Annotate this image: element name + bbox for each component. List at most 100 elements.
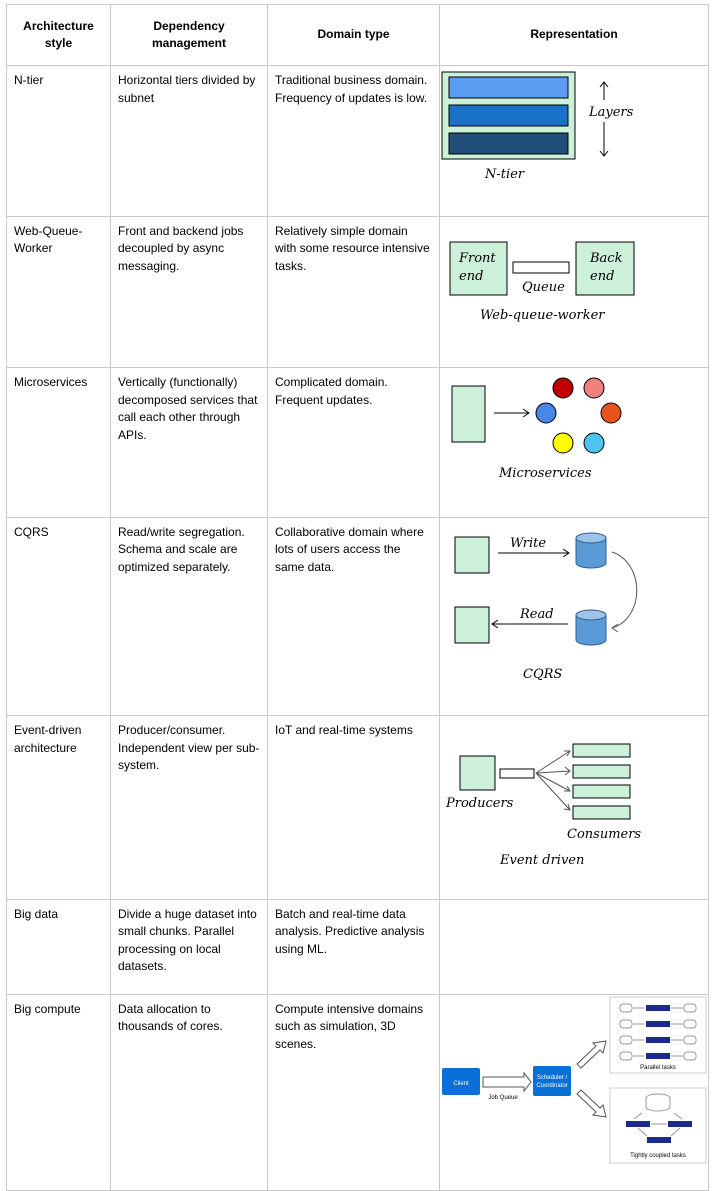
- representation-cell: Front end Queue Back end Web-queue-worke…: [439, 215, 709, 368]
- svg-text:Client: Client: [453, 1081, 469, 1087]
- back-end-box: [575, 241, 635, 295]
- header-row: Architecture style Dependency management…: [6, 4, 709, 66]
- parallel-task-row: [619, 1019, 697, 1028]
- dependency-cell: Producer/consumer. Independent view per …: [110, 715, 268, 900]
- ntier-layer-top: [448, 76, 569, 99]
- dependency-cell: Front and backend jobs decoupled by asyn…: [110, 215, 268, 368]
- style-cell: Web-Queue-Worker: [6, 215, 111, 368]
- tightly-coupled-panel: Tightly coupled tasks: [609, 1087, 707, 1163]
- representation-cell: Client Job Queue Scheduler / Coordinator: [439, 993, 709, 1191]
- consumer-box: [572, 784, 631, 799]
- consumer-box: [572, 764, 631, 779]
- front-end-box: [449, 241, 508, 295]
- ntier-diagram: Layers N-tier: [441, 71, 634, 182]
- service-salmon: [583, 377, 605, 399]
- style-cell: Event-driven architecture: [6, 715, 111, 900]
- parallel-tasks-panel: Parallel tasks: [609, 996, 707, 1073]
- dependency-cell: Vertically (functionally) decomposed ser…: [110, 367, 268, 518]
- ntier-layer-middle: [448, 104, 569, 127]
- svg-text:Front: Front: [458, 251, 496, 266]
- svg-text:end: end: [590, 269, 614, 284]
- style-cell: Microservices: [6, 367, 111, 518]
- table-row: Web-Queue-Worker Front and backend jobs …: [6, 215, 709, 368]
- consumer-box: [572, 743, 631, 758]
- arrow-up-right-icon: [576, 1039, 607, 1069]
- microservices-caption: Microservices: [498, 466, 592, 481]
- representation-cell: Microservices: [439, 367, 709, 518]
- event-channel-box: [499, 768, 535, 779]
- svg-text:Job Queue: Job Queue: [488, 1095, 518, 1101]
- table-row: CQRS Read/write segregation. Schema and …: [6, 516, 709, 716]
- producers-label: Producers: [445, 796, 514, 811]
- microservices-diagram: Microservices: [451, 377, 622, 481]
- arrow-down-right-icon: [576, 1088, 607, 1118]
- service-yellow: [552, 432, 574, 454]
- header-architecture-style: Architecture style: [6, 4, 111, 66]
- client-box: [442, 1067, 480, 1095]
- dependency-cell: Divide a huge dataset into small chunks.…: [110, 898, 268, 995]
- dependency-cell: Horizontal tiers divided by subnet: [110, 65, 268, 217]
- table-row: N-tier Horizontal tiers divided by subne…: [6, 65, 709, 217]
- representation-cell: [439, 898, 709, 995]
- style-cell: Big compute: [6, 993, 111, 1191]
- domain-cell: Traditional business domain. Frequency o…: [267, 65, 440, 217]
- service-blue: [535, 402, 557, 424]
- svg-text:end: end: [459, 269, 483, 284]
- domain-cell: Batch and real-time data analysis. Predi…: [267, 898, 440, 995]
- parallel-task-row: [619, 1051, 697, 1060]
- dependency-cell: Data allocation to thousands of cores.: [110, 993, 268, 1191]
- event-driven-caption: Event driven: [499, 853, 584, 868]
- svg-text:Back: Back: [589, 251, 623, 266]
- service-dark-red: [552, 377, 574, 399]
- svg-text:Parallel tasks: Parallel tasks: [640, 1065, 676, 1071]
- consumer-box: [572, 805, 631, 820]
- service-cyan: [583, 432, 605, 454]
- ntier-caption: N-tier: [484, 167, 525, 182]
- style-cell: N-tier: [6, 65, 111, 217]
- ntier-layer-bottom: [448, 132, 569, 155]
- read-database-icon: [575, 609, 607, 645]
- svg-text:Coordinator: Coordinator: [536, 1083, 567, 1089]
- service-orange: [600, 402, 622, 424]
- big-compute-diagram: Client Job Queue Scheduler / Coordinator: [442, 996, 707, 1163]
- job-queue-arrow-icon: [482, 1071, 532, 1092]
- queue-box: [512, 261, 570, 273]
- write-database-icon: [575, 532, 607, 568]
- header-representation: Representation: [439, 4, 709, 66]
- representation-cell: Write Read CQRS: [439, 516, 709, 716]
- domain-cell: Relatively simple domain with some resou…: [267, 215, 440, 368]
- wqw-caption: Web-queue-worker: [480, 308, 605, 323]
- wqw-diagram: Front end Queue Back end Web-queue-worke…: [449, 241, 635, 323]
- cqrs-diagram: Write Read CQRS: [454, 532, 638, 682]
- read-client-box: [454, 606, 490, 643]
- svg-text:Tightly coupled tasks: Tightly coupled tasks: [630, 1153, 686, 1159]
- table-row: Event-driven architecture Producer/consu…: [6, 715, 709, 900]
- consumers-label: Consumers: [567, 827, 641, 842]
- scheduler-box: [533, 1065, 571, 1096]
- cqrs-caption: CQRS: [523, 667, 562, 682]
- architecture-table: Architecture style Dependency management…: [6, 4, 709, 1191]
- write-label: Write: [510, 536, 546, 551]
- svg-text:Scheduler /: Scheduler /: [537, 1075, 568, 1081]
- producer-box: [459, 755, 496, 791]
- parallel-task-row: [619, 1035, 697, 1044]
- domain-cell: Compute intensive domains such as simula…: [267, 993, 440, 1191]
- table-row: Big data Divide a huge dataset into smal…: [6, 898, 709, 995]
- header-domain-type: Domain type: [267, 4, 440, 66]
- sync-curve-arrow-icon: [611, 551, 638, 628]
- representation-cell: Layers N-tier: [439, 65, 709, 217]
- style-cell: CQRS: [6, 516, 111, 716]
- event-driven-diagram: Producers Consumers Event driven: [445, 743, 641, 868]
- write-client-box: [454, 536, 490, 573]
- parallel-task-row: [619, 1003, 697, 1012]
- domain-cell: Collaborative domain where lots of users…: [267, 516, 440, 716]
- domain-cell: IoT and real-time systems: [267, 715, 440, 900]
- read-label: Read: [519, 607, 554, 622]
- representation-cell: Producers Consumers Event driven: [439, 715, 709, 900]
- ntier-layers-label: Layers: [588, 105, 634, 120]
- table-row: Microservices Vertically (functionally) …: [6, 367, 709, 518]
- header-dependency-management: Dependency management: [110, 4, 268, 66]
- dependency-cell: Read/write segregation. Schema and scale…: [110, 516, 268, 716]
- style-cell: Big data: [6, 898, 111, 995]
- queue-label: Queue: [522, 280, 565, 295]
